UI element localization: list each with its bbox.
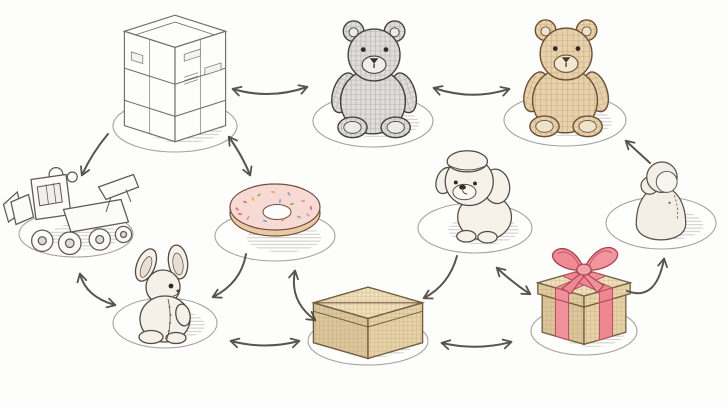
nodes-layer (2, 14, 717, 366)
arrow-stacked-boxes-and-donut (227, 135, 253, 177)
tan-teddy-bear-node (503, 19, 627, 147)
arrow-donut-to-bunny (211, 253, 247, 299)
cardboard-box-illustration (312, 286, 424, 360)
arrow-puppy-and-gift (495, 266, 532, 296)
arrow-donut-and-box (288, 269, 317, 322)
stacked-boxes-illustration (123, 14, 227, 143)
arrow-gray-teddy-and-tan-teddy (432, 85, 511, 97)
arrow-figure-to-tan-teddy (624, 139, 651, 164)
arrow-puppy-to-box (422, 255, 458, 300)
bunny-plush-node (112, 243, 218, 349)
stacked-boxes-node (112, 14, 238, 153)
arrow-gift-to-figure (626, 257, 668, 295)
arrow-bunny-and-box (229, 337, 301, 349)
gift-box-node (530, 246, 638, 356)
sprinkle-donut-node (214, 183, 336, 262)
white-plush-figure-node (605, 161, 717, 250)
arrow-stacked-boxes-to-truck (80, 133, 109, 177)
cardboard-box-node (307, 286, 429, 366)
gray-teddy-bear-node (312, 20, 434, 148)
puppy-plush-node (417, 150, 533, 254)
arrow-truck-and-bunny (76, 272, 117, 309)
arrows-layer (76, 84, 668, 350)
sprinkle-donut-illustration (229, 183, 321, 237)
arrow-stacked-boxes-and-gray-teddy (231, 84, 309, 97)
arrow-box-and-gift (440, 338, 513, 350)
toy-truck-node (2, 167, 140, 258)
